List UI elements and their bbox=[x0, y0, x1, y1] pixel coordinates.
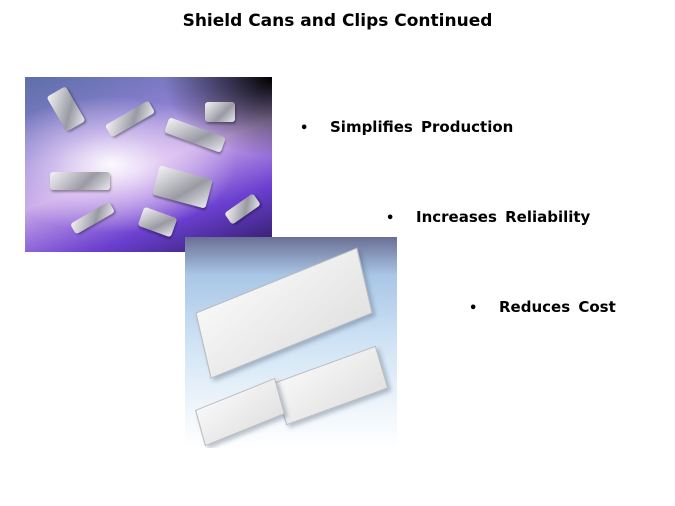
bullet-text: Increases Reliability bbox=[416, 208, 591, 226]
slide-title: Shield Cans and Clips Continued bbox=[182, 11, 493, 31]
bullet-simplifies-production: • Simplifies Production bbox=[300, 118, 513, 136]
bullet-reduces-cost: • Reduces Cost bbox=[469, 298, 616, 316]
bullet-text: Reduces Cost bbox=[499, 298, 616, 316]
bullet-marker: • bbox=[386, 211, 395, 226]
bullet-text: Simplifies Production bbox=[330, 118, 514, 136]
shield-cans-photo bbox=[185, 237, 397, 448]
bullet-increases-reliability: • Increases Reliability bbox=[386, 208, 590, 226]
bullet-marker: • bbox=[469, 301, 478, 316]
bullet-marker: • bbox=[300, 121, 309, 136]
shield-clips-photo bbox=[25, 77, 272, 252]
